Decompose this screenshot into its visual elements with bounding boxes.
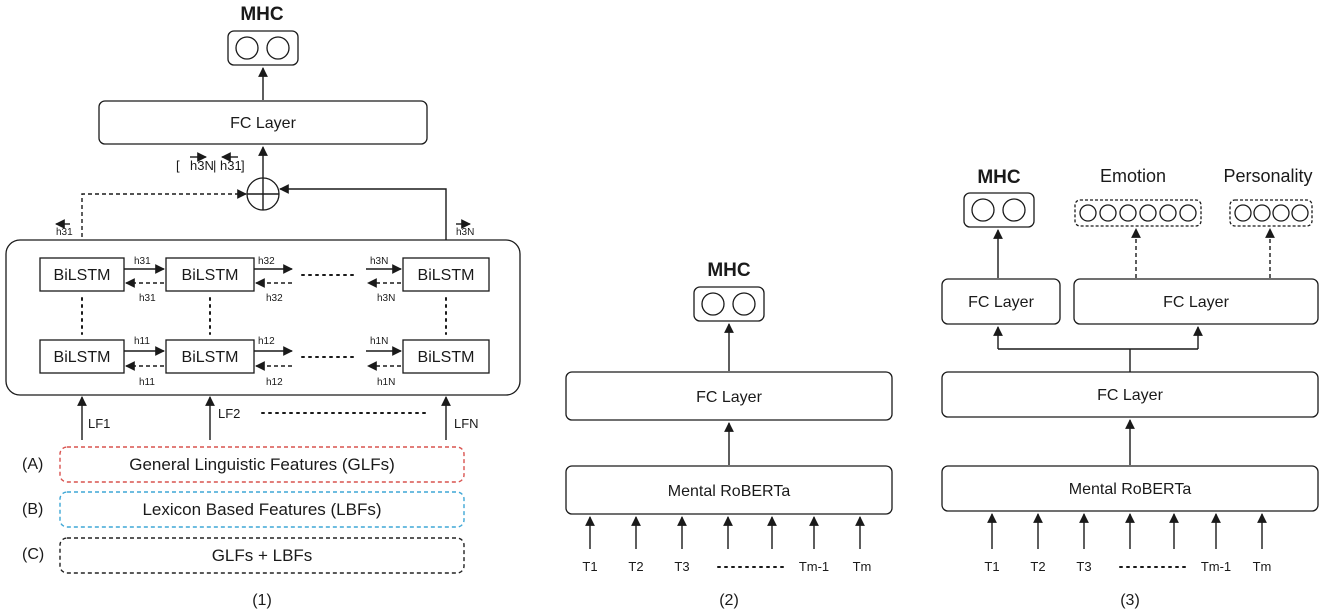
bilstm-r2-c1 [39,257,125,292]
panel3-head-personality: Personality [1223,166,1312,186]
panel2-token-2: T2 [628,559,643,574]
svg-text:BiLSTM: BiLSTM [54,267,111,284]
panel3-token-1: T1 [984,559,999,574]
bilstm-r2-c2 [165,257,255,292]
svg-text:]: ] [241,158,245,173]
svg-text:h1N: h1N [370,336,388,347]
bilstm-r2-cN [402,257,490,292]
svg-text:[: [ [176,158,180,173]
svg-text:BiLSTM: BiLSTM [182,349,239,366]
bilstm-r1-c2 [165,339,255,374]
svg-text:General Linguistic Features (G: General Linguistic Features (GLFs) [129,455,395,474]
panel-1: MHC FC Layer [ h3N | h31 ] [5,4,521,609]
panel3-personality-node [1229,199,1313,227]
svg-text:FC Layer: FC Layer [968,294,1034,311]
svg-text:h12: h12 [266,377,283,388]
svg-text:h3N: h3N [377,293,395,304]
panel3-fc-aux [1073,278,1319,325]
concat-operator [246,177,280,211]
feature-tag-b: (B) [22,501,43,518]
svg-text:Lexicon Based Features (LBFs): Lexicon Based Features (LBFs) [142,500,381,519]
panel3-caption: (3) [1120,592,1140,609]
h3N-fwd-label: h3N [456,227,474,238]
svg-text:GLFs + LBFs: GLFs + LBFs [212,546,313,565]
panel2-token-m: Tm [853,559,872,574]
panel1-output-node [227,30,299,66]
h31-back-label: h31 [56,227,73,238]
bilstm-r1-c1 [39,339,125,374]
feature-box-lbf [59,491,465,528]
panel2-fc-layer [565,371,893,421]
panel3-token-m: Tm [1253,559,1272,574]
svg-text:BiLSTM: BiLSTM [418,267,475,284]
panel2-token-m-1: Tm-1 [799,559,829,574]
panel1-output-title: MHC [240,4,284,25]
panel3-head-emotion: Emotion [1100,166,1166,186]
panel1-concat-label: [ h3N | h31 ] [176,152,245,173]
panel-2: MHC FC Layer Mental RoBERTa T1 T2 T3 Tm-… [565,260,893,609]
svg-text:h12: h12 [258,336,275,347]
feature-box-combined [59,537,465,574]
svg-text:h3N: h3N [370,256,388,267]
panel2-output-node [693,286,765,322]
panel3-token-m-1: Tm-1 [1201,559,1231,574]
panel1-caption: (1) [252,592,272,609]
svg-text:BiLSTM: BiLSTM [418,349,475,366]
svg-text:BiLSTM: BiLSTM [182,267,239,284]
panel3-token-3: T3 [1076,559,1091,574]
panel2-output-title: MHC [707,260,751,281]
concat-a: h3N [190,158,214,173]
feature-box-glf [59,446,465,483]
panel1-fc-layer [98,100,428,145]
bilstm-r1-cN [402,339,490,374]
svg-text:Mental RoBERTa: Mental RoBERTa [1069,481,1192,498]
svg-text:h31: h31 [139,293,156,304]
panel2-encoder [565,465,893,515]
svg-text:h11: h11 [139,377,155,388]
svg-text:FC Layer: FC Layer [696,389,762,406]
svg-text:FC Layer: FC Layer [1163,294,1229,311]
svg-text:h1N: h1N [377,377,395,388]
svg-text:|: | [213,158,216,173]
input-lfn: LFN [454,416,479,431]
panel2-token-1: T1 [582,559,597,574]
svg-text:h32: h32 [266,293,283,304]
feature-tag-a: (A) [22,456,43,473]
panel3-head-mhc: MHC [977,167,1021,188]
panel2-caption: (2) [719,592,739,609]
panel-3: MHC Emotion Personality FC Lay [941,166,1319,609]
panel3-emotion-node [1074,199,1202,227]
concat-b: h31 [220,158,242,173]
input-lf2: LF2 [218,406,240,421]
panel3-fc-shared [941,371,1319,418]
svg-text:BiLSTM: BiLSTM [54,349,111,366]
panel1-fc-label: FC Layer [230,115,296,132]
panel3-token-2: T2 [1030,559,1045,574]
svg-text:h32: h32 [258,256,275,267]
svg-text:Mental RoBERTa: Mental RoBERTa [668,483,791,500]
svg-text:h31: h31 [134,256,151,267]
panel3-mhc-node [963,192,1035,228]
feature-tag-c: (C) [22,546,44,563]
svg-text:FC Layer: FC Layer [1097,387,1163,404]
input-lf1: LF1 [88,416,110,431]
panel2-token-3: T3 [674,559,689,574]
svg-text:h11: h11 [134,336,150,347]
panel3-fc-head [941,278,1061,325]
panel3-encoder [941,465,1319,512]
